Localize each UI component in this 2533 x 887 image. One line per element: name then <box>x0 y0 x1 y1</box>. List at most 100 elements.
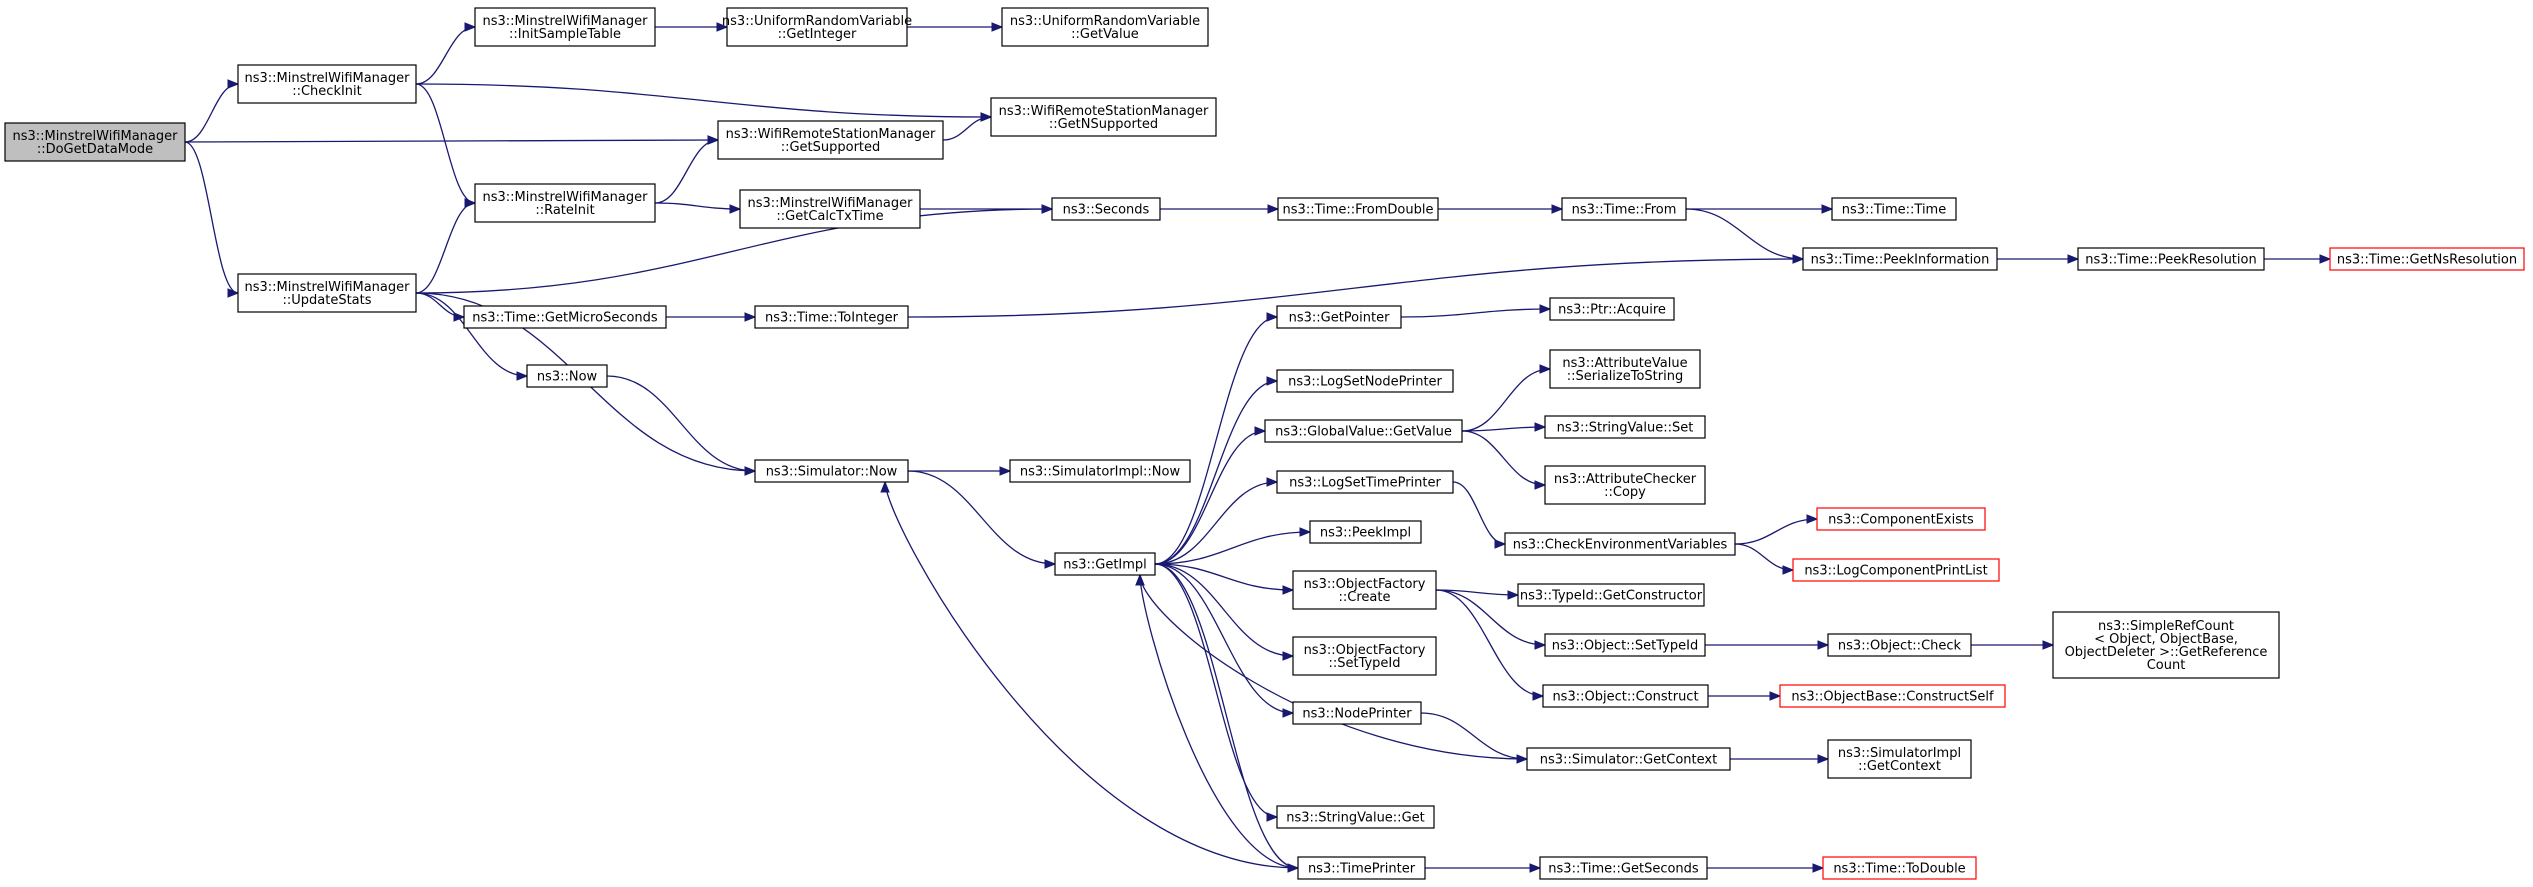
graph-node-getpointer[interactable]: ns3::GetPointer <box>1276 305 1402 329</box>
arrow-head-icon <box>1534 480 1547 490</box>
graph-node-simplerefcount[interactable]: ns3::SimpleRefCount< Object, ObjectBase,… <box>2052 611 2280 679</box>
node-box <box>1827 633 1972 657</box>
edge-globalvalue-getvalue-to-attributechecker-copy <box>1461 430 1547 490</box>
arrow-head-icon <box>744 466 757 476</box>
node-label: ::GetCalcTxTime <box>776 209 883 224</box>
graph-node-componentexists[interactable]: ns3::ComponentExists <box>1816 507 1986 531</box>
edge-line <box>184 139 719 143</box>
arrow-head-icon <box>1539 304 1552 314</box>
graph-node-time-getmicroseconds[interactable]: ns3::Time::GetMicroSeconds <box>463 305 667 329</box>
node-label: ns3::Time::PeekInformation <box>1811 253 1990 268</box>
graph-node-stringvalue-get[interactable]: ns3::StringValue::Get <box>1276 805 1435 829</box>
graph-node-object-construct[interactable]: ns3::Object::Construct <box>1542 684 1709 708</box>
graph-node-timeprinter[interactable]: ns3::TimePrinter <box>1297 856 1426 880</box>
edge-line <box>1154 531 1311 565</box>
graph-node-time-getseconds[interactable]: ns3::Time::GetSeconds <box>1539 856 1708 880</box>
arrow-head-icon <box>1812 863 1825 873</box>
graph-node-updatestats[interactable]: ns3::MinstrelWifiManager::UpdateStats <box>237 273 417 313</box>
graph-node-simulatorimpl-getcontext[interactable]: ns3::SimulatorImpl::GetContext <box>1827 739 1972 779</box>
graph-node-time-peekinformation[interactable]: ns3::Time::PeekInformation <box>1802 247 1998 271</box>
node-label: ns3::StringValue::Get <box>1286 811 1424 826</box>
edge-line <box>1154 481 1278 565</box>
graph-node-getimpl[interactable]: ns3::GetImpl <box>1054 552 1156 576</box>
graph-node-getcalctxtime[interactable]: ns3::MinstrelWifiManager::GetCalcTxTime <box>739 189 921 229</box>
graph-node-objectbase-constructself[interactable]: ns3::ObjectBase::ConstructSelf <box>1779 684 2006 708</box>
graph-node-objectfactory-settypeid[interactable]: ns3::ObjectFactory::SetTypeId <box>1292 636 1437 676</box>
graph-node-time-from[interactable]: ns3::Time::From <box>1561 197 1687 221</box>
graph-node-logcomponentprintlist[interactable]: ns3::LogComponentPrintList <box>1792 558 2000 582</box>
edge-updatestats-to-now <box>415 292 529 381</box>
arrow-head-icon <box>1254 426 1267 436</box>
node-box <box>1517 583 1705 607</box>
edge-object-construct-to-objectbase-constructself <box>1708 691 1782 701</box>
graph-node-now[interactable]: ns3::Now <box>526 364 608 388</box>
arrow-head-icon <box>744 312 757 322</box>
graph-node-attributevalue-serialize[interactable]: ns3::AttributeValue::SerializeToString <box>1549 349 1701 389</box>
edge-line <box>907 470 1056 565</box>
graph-node-wrsm-getnsupported[interactable]: ns3::WifiRemoteStationManager::GetNSuppo… <box>990 97 1217 137</box>
graph-node-initsampletable[interactable]: ns3::MinstrelWifiManager::InitSampleTabl… <box>474 7 656 47</box>
graph-node-checkenvironmentvariables[interactable]: ns3::CheckEnvironmentVariables <box>1504 532 1736 556</box>
graph-node-typeid-getconstructor[interactable]: ns3::TypeId::GetConstructor <box>1517 583 1705 607</box>
graph-node-simulatorimpl-now[interactable]: ns3::SimulatorImpl::Now <box>1009 459 1191 483</box>
graph-node-checkinit[interactable]: ns3::MinstrelWifiManager::CheckInit <box>237 64 417 104</box>
edge-line <box>415 83 992 118</box>
graph-node-nodeprinter[interactable]: ns3::NodePrinter <box>1292 701 1422 725</box>
node-box <box>1001 7 1209 47</box>
edge-getimpl-to-globalvalue-getvalue <box>1154 426 1267 565</box>
node-label: ns3::Seconds <box>1063 203 1150 218</box>
edge-updatestats-to-rateinit <box>415 198 477 294</box>
node-label: ns3::SimpleRefCount <box>2098 619 2234 634</box>
graph-node-time-tointeger[interactable]: ns3::Time::ToInteger <box>754 305 909 329</box>
graph-node-time-time[interactable]: ns3::Time::Time <box>1831 197 1957 221</box>
graph-node-dogetdatamode[interactable]: ns3::MinstrelWifiManager::DoGetDataMode <box>4 122 186 162</box>
node-label: ns3::TimePrinter <box>1308 862 1416 877</box>
graph-node-globalvalue-getvalue[interactable]: ns3::GlobalValue::GetValue <box>1264 419 1463 443</box>
graph-node-seconds[interactable]: ns3::Seconds <box>1051 197 1161 221</box>
graph-node-object-check[interactable]: ns3::Object::Check <box>1827 633 1972 657</box>
arrow-head-icon <box>716 22 729 32</box>
node-box <box>739 189 921 229</box>
graph-node-objectfactory-create[interactable]: ns3::ObjectFactory::Create <box>1292 570 1437 610</box>
arrow-head-icon <box>1299 527 1312 537</box>
graph-node-logsettimeprinter[interactable]: ns3::LogSetTimePrinter <box>1276 470 1454 494</box>
graph-node-simulator-now[interactable]: ns3::Simulator::Now <box>754 459 909 483</box>
node-box <box>1276 805 1435 829</box>
graph-node-simulator-getcontext[interactable]: ns3::Simulator::GetContext <box>1526 747 1731 771</box>
node-label: ::GetValue <box>1071 27 1139 42</box>
graph-node-time-fromdouble[interactable]: ns3::Time::FromDouble <box>1277 197 1439 221</box>
graph-node-wrsm-getsupported[interactable]: ns3::WifiRemoteStationManager::GetSuppor… <box>717 120 944 160</box>
graph-node-time-peekresolution[interactable]: ns3::Time::PeekResolution <box>2077 247 2265 271</box>
graph-node-ptr-acquire[interactable]: ns3::Ptr::Acquire <box>1549 297 1675 321</box>
graph-node-rateinit[interactable]: ns3::MinstrelWifiManager::RateInit <box>474 183 656 223</box>
arrow-head-icon <box>707 135 720 145</box>
graph-node-urv-getinteger[interactable]: ns3::UniformRandomVariable::GetInteger <box>722 7 912 47</box>
node-label: ns3::MinstrelWifiManager <box>482 190 648 205</box>
node-label: ns3::Time::ToDouble <box>1833 862 1965 877</box>
node-label: ns3::UniformRandomVariable <box>1010 14 1200 29</box>
node-label: ns3::WifiRemoteStationManager <box>999 104 1209 119</box>
node-label: ns3::SimulatorImpl <box>1838 746 1961 761</box>
node-label: ns3::Time::ToInteger <box>765 311 899 326</box>
edge-line <box>184 83 239 143</box>
graph-node-attributechecker-copy[interactable]: ns3::AttributeChecker::Copy <box>1544 465 1706 505</box>
graph-node-peekimpl[interactable]: ns3::PeekImpl <box>1309 520 1422 544</box>
node-label: ns3::ObjectFactory <box>1304 577 1426 592</box>
node-label: ::GetInteger <box>778 27 857 42</box>
graph-node-urv-getvalue[interactable]: ns3::UniformRandomVariable::GetValue <box>1001 7 1209 47</box>
node-box <box>1792 558 2000 582</box>
node-label: ::RateInit <box>535 203 594 218</box>
edge-checkinit-to-initsampletable <box>415 22 477 85</box>
graph-node-time-todouble[interactable]: ns3::Time::ToDouble <box>1822 856 1977 880</box>
graph-node-time-getnsresolution[interactable]: ns3::Time::GetNsResolution <box>2329 247 2525 271</box>
graph-node-stringvalue-set[interactable]: ns3::StringValue::Set <box>1544 415 1706 439</box>
node-box <box>1542 684 1709 708</box>
edge-seconds-to-time-fromdouble <box>1160 204 1280 214</box>
graph-node-object-settypeid[interactable]: ns3::Object::SetTypeId <box>1544 633 1706 657</box>
node-box <box>1827 739 1972 779</box>
edge-simulator-now-to-getimpl <box>907 470 1057 569</box>
node-box <box>1009 459 1191 483</box>
graph-node-logsetnodeprinter[interactable]: ns3::LogSetNodePrinter <box>1276 369 1454 393</box>
call-graph-edges <box>184 22 2332 873</box>
